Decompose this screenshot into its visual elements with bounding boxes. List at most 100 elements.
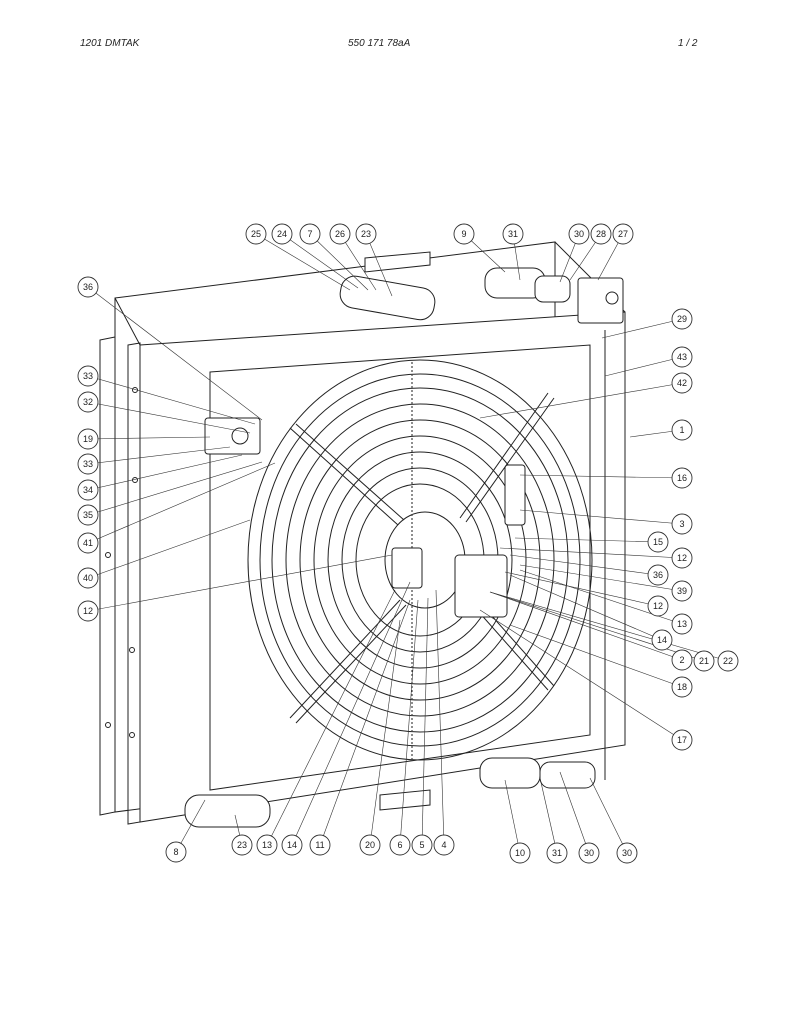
leader-line — [489, 591, 705, 662]
item-balloon-33: 33 — [77, 365, 99, 387]
item-balloon-3: 3 — [671, 513, 693, 535]
leader-line — [291, 581, 411, 846]
leader-line — [479, 609, 683, 741]
item-number: 8 — [173, 847, 178, 857]
leader-line — [87, 286, 263, 421]
item-balloon-30: 30 — [568, 223, 590, 245]
item-number: 5 — [419, 840, 424, 850]
item-number: 31 — [508, 229, 518, 239]
item-number: 14 — [287, 840, 297, 850]
item-number: 23 — [237, 840, 247, 850]
item-balloon-43: 43 — [671, 346, 693, 368]
item-number: 30 — [574, 229, 584, 239]
leader-line — [479, 382, 683, 419]
item-balloon-31: 31 — [502, 223, 524, 245]
item-balloon-24: 24 — [271, 223, 293, 245]
cooler-body — [99, 241, 626, 825]
item-number: 39 — [677, 586, 687, 596]
leader-line — [539, 777, 558, 854]
leader-line — [369, 619, 401, 846]
leader-line — [509, 624, 683, 688]
item-number: 31 — [552, 848, 562, 858]
item-number: 22 — [723, 656, 733, 666]
item-number: 15 — [653, 537, 663, 547]
item-balloon-7: 7 — [299, 223, 321, 245]
leader-line — [504, 779, 521, 854]
item-balloon-2: 2 — [671, 649, 693, 671]
leader-line — [519, 564, 683, 592]
item-number: 3 — [679, 519, 684, 529]
item-balloon-42: 42 — [671, 372, 693, 394]
leader-line — [87, 461, 263, 516]
leader-line — [87, 446, 231, 465]
leader-line — [519, 474, 683, 479]
item-balloon-26: 26 — [329, 223, 351, 245]
item-number: 28 — [596, 229, 606, 239]
item-balloon-13: 13 — [256, 834, 278, 856]
item-balloon-12: 12 — [77, 600, 99, 622]
item-balloon-15: 15 — [647, 531, 669, 553]
item-number: 12 — [677, 553, 687, 563]
leader-line — [499, 547, 683, 559]
leader-line — [87, 436, 211, 440]
item-number: 33 — [83, 459, 93, 469]
leader-line — [87, 454, 243, 491]
item-balloon-29: 29 — [671, 308, 693, 330]
leader-line — [399, 599, 419, 846]
drawing-number: 1201 DMTAK — [80, 38, 140, 49]
leader-line — [519, 509, 683, 525]
leader-line — [489, 591, 729, 662]
item-balloon-27: 27 — [612, 223, 634, 245]
item-number: 12 — [83, 606, 93, 616]
item-number: 29 — [677, 314, 687, 324]
leader-line — [87, 554, 393, 612]
item-balloon-28: 28 — [590, 223, 612, 245]
item-number: 21 — [699, 656, 709, 666]
leader-line — [87, 519, 251, 579]
item-balloon-23: 23 — [231, 834, 253, 856]
item-balloon-21: 21 — [693, 650, 715, 672]
item-number: 30 — [584, 848, 594, 858]
item-number: 7 — [307, 229, 312, 239]
item-balloon-13: 13 — [671, 613, 693, 635]
leader-line — [509, 574, 663, 641]
item-number: 17 — [677, 735, 687, 745]
item-balloon-4: 4 — [433, 834, 455, 856]
item-number: 23 — [361, 229, 371, 239]
item-balloon-41: 41 — [77, 532, 99, 554]
leader-line — [309, 233, 369, 291]
item-balloon-35: 35 — [77, 504, 99, 526]
item-number: 27 — [618, 229, 628, 239]
leader-line — [87, 462, 276, 544]
item-balloon-31: 31 — [546, 842, 568, 864]
item-number: 35 — [83, 510, 93, 520]
item-balloon-16: 16 — [671, 467, 693, 489]
leader-lines — [87, 233, 729, 854]
leader-line — [319, 599, 411, 846]
item-number: 4 — [441, 840, 446, 850]
item-number: 36 — [653, 570, 663, 580]
item-balloon-30: 30 — [616, 842, 638, 864]
item-balloon-8: 8 — [165, 841, 187, 863]
item-number: 26 — [335, 229, 345, 239]
item-balloon-14: 14 — [281, 834, 303, 856]
item-balloon-34: 34 — [77, 479, 99, 501]
item-number: 24 — [277, 229, 287, 239]
item-number: 1 — [679, 425, 684, 435]
leader-line — [421, 597, 429, 846]
item-number: 2 — [679, 655, 684, 665]
item-balloon-32: 32 — [77, 391, 99, 413]
item-balloon-19: 19 — [77, 428, 99, 450]
leader-line — [365, 233, 393, 297]
leader-line — [255, 233, 351, 291]
leader-line — [435, 589, 445, 846]
item-number: 42 — [677, 378, 687, 388]
item-number: 40 — [83, 573, 93, 583]
item-number: 19 — [83, 434, 93, 444]
leader-line — [509, 554, 659, 576]
item-balloon-12: 12 — [671, 547, 693, 569]
item-balloon-22: 22 — [717, 650, 739, 672]
item-balloon-9: 9 — [453, 223, 475, 245]
item-number: 16 — [677, 473, 687, 483]
